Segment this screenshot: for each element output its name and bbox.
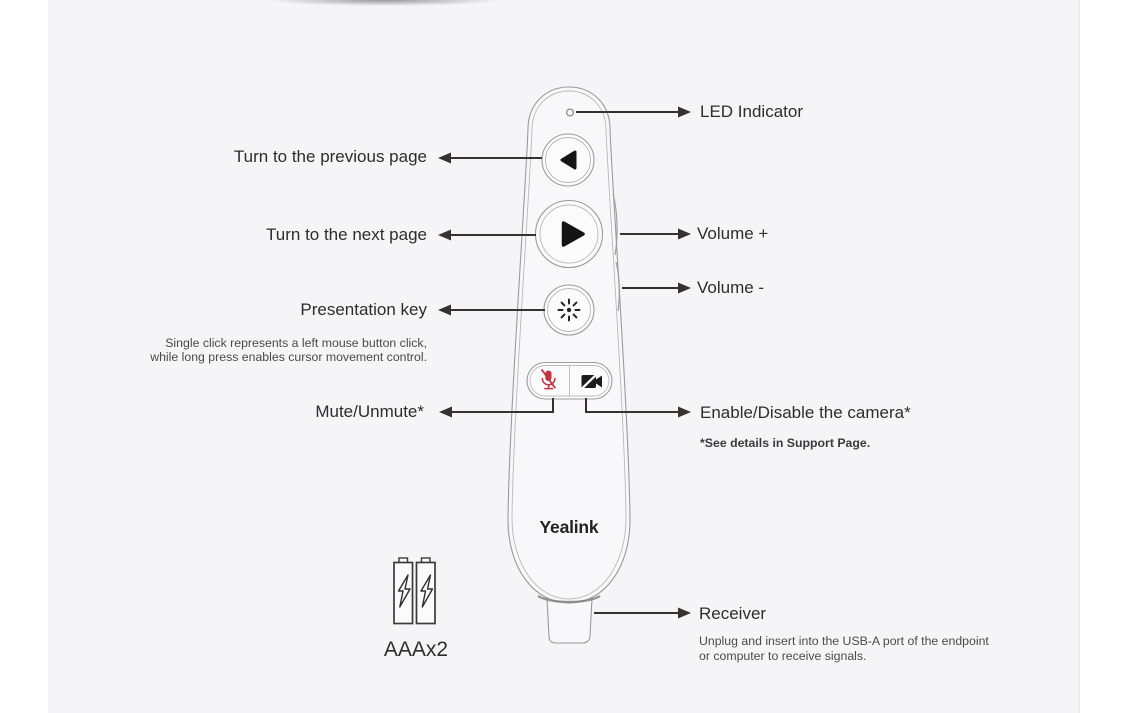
presentation-key-button <box>543 284 595 336</box>
camera-button <box>579 371 602 391</box>
batteries <box>393 557 436 625</box>
label-next-page: Turn to the next page <box>266 225 427 244</box>
volume-rocker <box>612 193 620 312</box>
callout-arrow-previous <box>438 152 542 164</box>
top-edge-artifact <box>270 0 500 6</box>
label-receiver: Receiver <box>699 604 767 623</box>
callout-arrow-led <box>576 106 691 118</box>
previous-page-button <box>541 133 595 187</box>
callout-arrow-volume-down <box>622 282 691 294</box>
mute-button <box>541 369 556 390</box>
laser-burst-icon <box>557 298 581 322</box>
lightning-bolt-icon <box>420 574 434 608</box>
lightning-bolt-icon <box>397 574 411 608</box>
label-volume-down: Volume - <box>697 278 765 297</box>
led-indicator <box>565 108 575 117</box>
battery-aaa-2 <box>415 557 436 625</box>
battery-count-label: AAAx2 <box>383 638 449 661</box>
note-see-support-page: *See details in Support Page. <box>700 436 871 450</box>
label-led-indicator: LED Indicator <box>700 102 803 121</box>
video-camera-slash-icon <box>579 371 602 391</box>
brand-logo: Yealink <box>539 517 599 537</box>
label-volume-up: Volume + <box>697 224 769 243</box>
note-presentation-key: Single click represents a left mouse but… <box>150 336 427 364</box>
mute-camera-button-group <box>526 361 613 400</box>
note-receiver: Unplug and insert into the USB-A port of… <box>699 634 989 663</box>
page-right-edge <box>1078 0 1080 713</box>
callout-lines <box>438 106 691 619</box>
callout-arrow-volume-up <box>620 228 691 240</box>
callout-arrow-presentation <box>438 304 545 316</box>
next-triangle-icon <box>561 221 585 247</box>
receiver-dongle <box>546 597 593 644</box>
label-mute-unmute: Mute/Unmute* <box>315 402 424 421</box>
callout-arrow-receiver <box>594 607 691 619</box>
label-enable-disable-camera: Enable/Disable the camera* <box>700 403 911 422</box>
previous-triangle-icon <box>560 150 577 170</box>
label-previous-page: Turn to the previous page <box>233 147 427 166</box>
device-body <box>507 86 631 604</box>
callout-arrow-camera <box>585 398 691 418</box>
microphone-slash-icon <box>541 369 556 390</box>
callout-arrow-next <box>438 229 536 241</box>
battery-aaa-1 <box>393 557 414 625</box>
callout-arrow-mute <box>439 398 554 418</box>
next-page-button <box>534 199 604 269</box>
label-presentation-key: Presentation key <box>300 300 427 319</box>
